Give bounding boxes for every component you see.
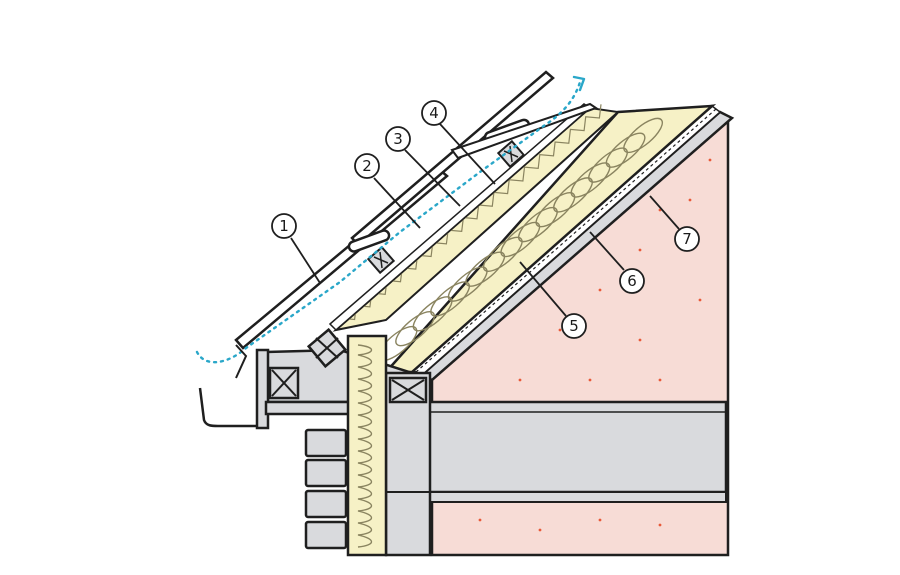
texture-dot [698,298,702,302]
callout-leader-4 [439,123,496,185]
wall-insulation-pattern [357,344,373,548]
insulation-loop [517,206,558,243]
insulation-loop [500,221,541,258]
floor-joist-lower [427,491,727,503]
wall-insulation-squiggle [357,344,373,548]
insulation-loop [553,177,593,213]
callout-circle-7 [674,226,700,252]
vapour-control-dashes [415,108,717,373]
callout-circle-4 [421,100,447,126]
texture-dot [558,328,562,332]
callout-leader-3 [404,149,461,207]
wall-insulation [346,334,388,557]
brick [304,458,348,488]
insulation-loop [570,162,611,198]
brick [304,520,348,550]
callout-label-4: 4 [429,104,439,122]
airflow-arrowhead [572,75,586,92]
callout-circle-1 [271,213,297,239]
texture-dot [708,158,712,162]
fascia-board [255,348,270,430]
texture-dot [638,248,642,252]
texture-dot [658,523,662,527]
insulation-loop [482,236,523,272]
tile-battens [366,139,526,275]
callout-circle-6 [619,268,645,294]
insulation-pattern [377,117,664,362]
texture-dot [518,378,522,382]
texture-dot [598,288,602,292]
callout-circle-5 [561,313,587,339]
callout-leader-5 [519,261,567,317]
eaves-batten-2 [306,327,348,369]
callout-circle-3 [385,126,411,152]
texture-dot [478,518,482,522]
callout-label-2: 2 [362,157,372,175]
insulation-loop [623,117,664,154]
insulation-loop [412,296,453,332]
gutter [198,387,258,428]
eaves-batten-1 [268,366,300,400]
insulation-loop [465,251,506,287]
texture-dot [588,378,592,382]
texture-dot [658,378,662,382]
callout-leader-7 [649,195,680,230]
texture-dot [598,518,602,522]
brick [304,489,348,519]
callout-label-5: 5 [569,317,579,335]
airflow-path [195,80,582,364]
texture-dot [538,528,542,532]
insulation-loop [395,311,436,347]
brick-cladding [304,428,348,550]
texture-dot [638,338,642,342]
callout-label-6: 6 [627,272,637,290]
tile-edge [235,344,248,379]
wall-plate-batten [388,376,428,404]
callout-leader-6 [589,231,625,271]
callout-circle-2 [354,153,380,179]
callout-label-7: 7 [682,230,692,248]
callout-label-3: 3 [393,130,403,148]
floor-joist-upper [426,400,728,494]
insulation-loop [447,266,488,302]
roof-tiles [234,70,599,350]
brick [304,428,348,458]
insulation-loop [588,147,628,183]
insulation-loop [605,132,646,168]
callout-leader-2 [373,177,421,229]
wall-plate [384,371,432,557]
callout-leader-1 [290,237,321,284]
callouts: 1 2 3 4 5 6 7 [271,100,700,339]
insulation-loop [430,281,471,317]
insulation-loop [535,192,576,228]
texture-dot [688,198,692,202]
callout-label-1: 1 [279,217,289,235]
